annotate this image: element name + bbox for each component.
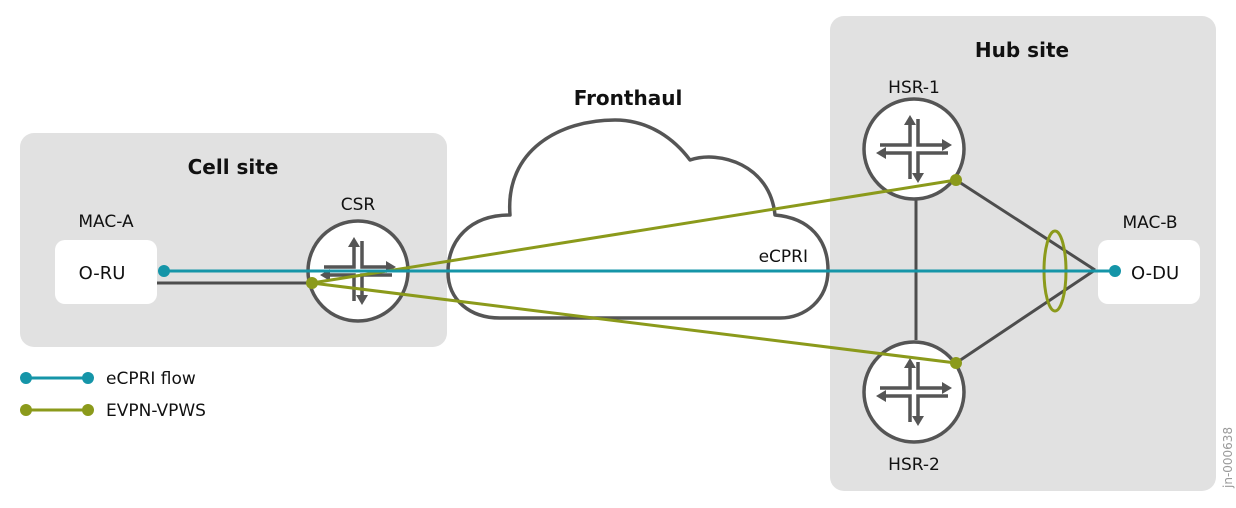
figure-id-watermark: jn-000638 bbox=[1221, 427, 1235, 489]
legend-item-ecpri: eCPRI flow bbox=[20, 369, 196, 389]
link-hsr2-odu bbox=[955, 268, 1096, 365]
hsr-2-label: HSR-2 bbox=[888, 455, 940, 475]
ecpri-endpoint-odu bbox=[1109, 265, 1121, 277]
ecpri-endpoint-oru bbox=[158, 265, 170, 277]
csr-label: CSR bbox=[341, 195, 376, 215]
legend: eCPRI flow EVPN-VPWS bbox=[20, 369, 206, 421]
legend-label-ecpri: eCPRI flow bbox=[106, 369, 196, 389]
hsr-1-label: HSR-1 bbox=[888, 78, 940, 98]
o-du-box[interactable] bbox=[1098, 240, 1200, 304]
cell-site-title: Cell site bbox=[188, 155, 279, 179]
legend-label-evpn: EVPN-VPWS bbox=[106, 401, 206, 421]
evpn-endpoint-hsr1 bbox=[950, 174, 962, 186]
o-ru-box[interactable] bbox=[55, 240, 157, 304]
o-du-label: O-DU bbox=[1131, 263, 1179, 284]
mac-b-label: MAC-B bbox=[1122, 213, 1177, 233]
evpn-csr-hsr1 bbox=[311, 178, 957, 285]
hsr-1-router[interactable] bbox=[862, 97, 966, 201]
o-ru-label: O-RU bbox=[79, 263, 126, 284]
hub-site-title: Hub site bbox=[975, 38, 1069, 62]
link-hsr1-odu bbox=[955, 178, 1096, 272]
legend-item-evpn: EVPN-VPWS bbox=[20, 401, 206, 421]
mac-a-label: MAC-A bbox=[78, 212, 134, 232]
evpn-endpoint-csr bbox=[306, 277, 318, 289]
ecpri-label: eCPRI bbox=[759, 247, 808, 267]
fronthaul-cloud bbox=[446, 118, 830, 320]
hsr-2-router[interactable] bbox=[862, 340, 966, 444]
fronthaul-title: Fronthaul bbox=[574, 86, 683, 110]
evpn-endpoint-hsr2 bbox=[950, 357, 962, 369]
evpn-csr-hsr2 bbox=[311, 281, 957, 365]
